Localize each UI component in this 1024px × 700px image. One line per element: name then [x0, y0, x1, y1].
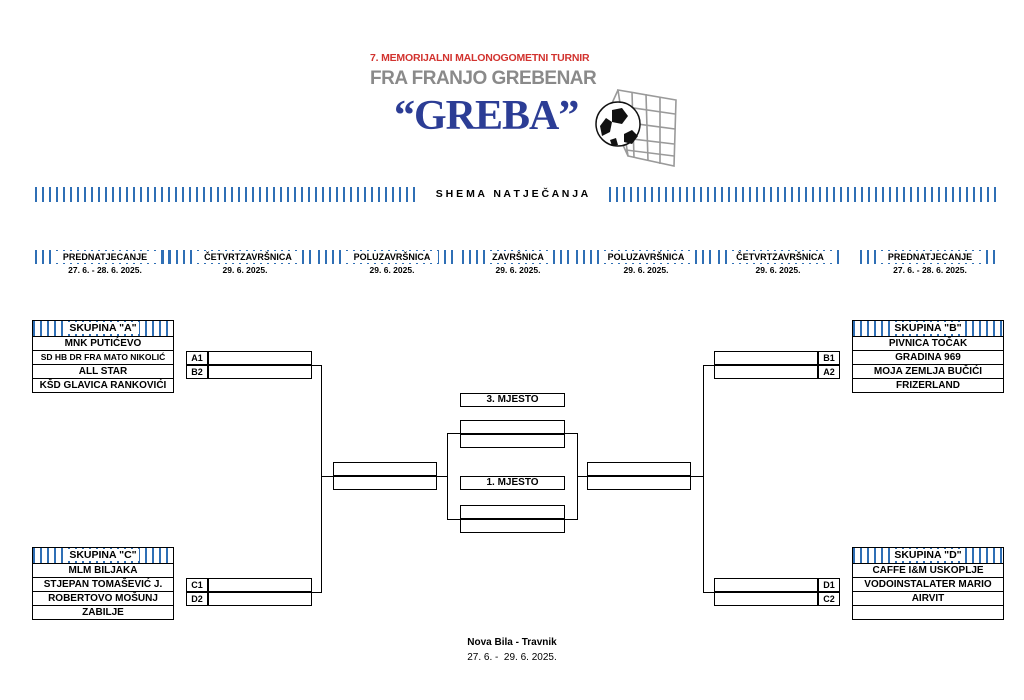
- group-a-header: SKUPINA "A": [32, 320, 174, 337]
- team-row: VODOINSTALATER MARIO: [852, 578, 1004, 592]
- round-label: ČETVRTZAVRŠNICA: [728, 251, 832, 263]
- team-row: KŠD GLAVICA RANKOVIĆI: [32, 379, 174, 393]
- group-d-header: SKUPINA "D": [852, 547, 1004, 564]
- team-row: MOJA ZEMLJA BUČIĆI: [852, 365, 1004, 379]
- bracket-line: [704, 592, 714, 593]
- team-row: MLM BILJAKA: [32, 564, 174, 578]
- bracket-line: [704, 365, 714, 366]
- team-row: STJEPAN TOMAŠEVIĆ J.: [32, 578, 174, 592]
- soccer-ball-net-icon: [595, 89, 677, 167]
- bracket-slot: [460, 434, 565, 448]
- group-c-header: SKUPINA "C": [32, 547, 174, 564]
- round-label: PREDNATJECANJE: [52, 251, 158, 263]
- team-row: GRADINA 969: [852, 351, 1004, 365]
- round-label: POLUZAVRŠNICA: [600, 251, 692, 263]
- round-label: PREDNATJECANJE: [877, 251, 983, 263]
- team-row: [852, 606, 1004, 620]
- seed-label: C1: [186, 578, 208, 592]
- seed-label: B1: [818, 351, 840, 365]
- round-date: 29. 6. 2025.: [623, 265, 669, 275]
- seed-label: D1: [818, 578, 840, 592]
- logo-edition: 7. MEMORIJALNI MALONOGOMETNI TURNIR: [370, 52, 590, 64]
- bracket-slot: [714, 365, 818, 379]
- bracket-slot: [587, 476, 691, 490]
- bracket-slot: [460, 519, 565, 533]
- bracket-line: [311, 365, 321, 366]
- round-date: 29. 6. 2025.: [495, 265, 541, 275]
- seed-label: C2: [818, 592, 840, 606]
- seed-label: B2: [186, 365, 208, 379]
- seed-label: A2: [818, 365, 840, 379]
- page-title: S H E M A N A T J E Č A N J A: [418, 187, 606, 202]
- tournament-logo: 7. MEMORIJALNI MALONOGOMETNI TURNIR FRA …: [360, 46, 680, 171]
- bracket-slot: [208, 578, 312, 592]
- bracket-slot: [587, 462, 691, 476]
- first-place-label: 1. MJESTO: [460, 476, 565, 490]
- round-date: 29. 6. 2025.: [755, 265, 801, 275]
- bracket-slot: [714, 592, 818, 606]
- team-row: ZABILJE: [32, 606, 174, 620]
- group-b-header: SKUPINA "B": [852, 320, 1004, 337]
- team-row: SD HB DR FRA MATO NIKOLIĆ: [32, 351, 174, 365]
- round-label: POLUZAVRŠNICA: [346, 251, 438, 263]
- team-row: FRIZERLAND: [852, 379, 1004, 393]
- bracket-line: [447, 519, 460, 520]
- bracket-line: [577, 476, 587, 477]
- team-row: AIRVIT: [852, 592, 1004, 606]
- team-row: MNK PUTIĆEVO: [32, 337, 174, 351]
- seed-label: D2: [186, 592, 208, 606]
- bracket-line: [437, 476, 447, 477]
- third-place-label: 3. MJESTO: [460, 393, 565, 407]
- round-date: 27. 6. - 28. 6. 2025.: [893, 265, 967, 275]
- bracket-line: [577, 433, 578, 520]
- bracket-line: [691, 476, 703, 477]
- bracket-line: [311, 592, 321, 593]
- bracket-line: [321, 365, 322, 593]
- bracket-slot: [208, 592, 312, 606]
- seed-label: A1: [186, 351, 208, 365]
- logo-name: FRA FRANJO GREBENAR: [370, 68, 597, 89]
- bracket-line: [447, 433, 460, 434]
- footer-dates: 27. 6. - 29. 6. 2025.: [467, 652, 557, 663]
- round-date: 27. 6. - 28. 6. 2025.: [68, 265, 142, 275]
- bracket-slot: [714, 351, 818, 365]
- bracket-line: [703, 365, 704, 593]
- bracket-slot: [333, 476, 437, 490]
- bracket-slot: [460, 420, 565, 434]
- team-row: ALL STAR: [32, 365, 174, 379]
- team-row: CAFFE I&M USKOPLJE: [852, 564, 1004, 578]
- bracket-line: [447, 433, 448, 520]
- bracket-line: [321, 476, 333, 477]
- round-label: ZAVRŠNICA: [486, 251, 550, 263]
- team-row: ROBERTOVO MOŠUNJ: [32, 592, 174, 606]
- bracket-slot: [714, 578, 818, 592]
- round-label: ČETVRTZAVRŠNICA: [196, 251, 300, 263]
- bracket-slot: [460, 505, 565, 519]
- round-date: 29. 6. 2025.: [369, 265, 415, 275]
- bracket-slot: [208, 351, 312, 365]
- team-row: PIVNICA TOČAK: [852, 337, 1004, 351]
- logo-nickname: “GREBA”: [394, 93, 579, 139]
- round-date: 29. 6. 2025.: [222, 265, 268, 275]
- bracket-slot: [208, 365, 312, 379]
- bracket-slot: [333, 462, 437, 476]
- bracket-line: [565, 433, 577, 434]
- footer-location: Nova Bila - Travnik: [467, 637, 557, 648]
- bracket-line: [565, 519, 577, 520]
